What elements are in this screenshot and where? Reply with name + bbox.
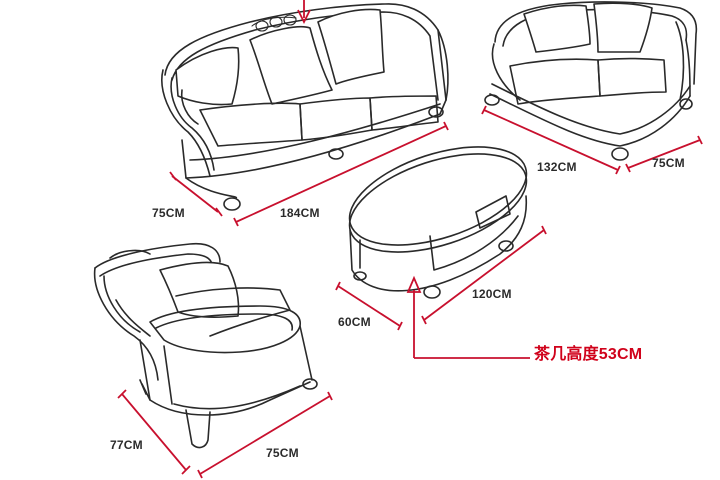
chair-depth-label: 77CM (110, 438, 143, 452)
loveseat-depth-label: 75CM (652, 156, 685, 170)
loveseat-width-line (483, 109, 619, 171)
loveseat (484, 1, 698, 161)
armchair (93, 242, 318, 449)
table-length-line (423, 229, 545, 321)
table-height-label: 茶几高度53CM (534, 346, 643, 363)
table-length-label: 120CM (472, 287, 512, 301)
sofa-width-line (235, 125, 447, 223)
sofa-depth-label: 75CM (152, 206, 185, 220)
table-height-arrowhead (406, 275, 422, 293)
sofa-width-label: 184CM (280, 206, 320, 220)
table-depth-label: 60CM (338, 315, 371, 329)
loveseat-depth-line (627, 139, 701, 169)
chair-width-label: 75CM (266, 446, 299, 460)
coffee-table (348, 146, 528, 299)
chair-width-line (199, 395, 331, 475)
sofa-depth-line (171, 175, 219, 213)
three-seat-sofa (161, 3, 449, 211)
dimension-lines (117, 0, 703, 479)
chair-depth-line (121, 393, 187, 471)
loveseat-width-label: 132CM (537, 160, 577, 174)
crest-pointer-arrowhead (297, 9, 311, 25)
table-depth-line (337, 285, 401, 327)
